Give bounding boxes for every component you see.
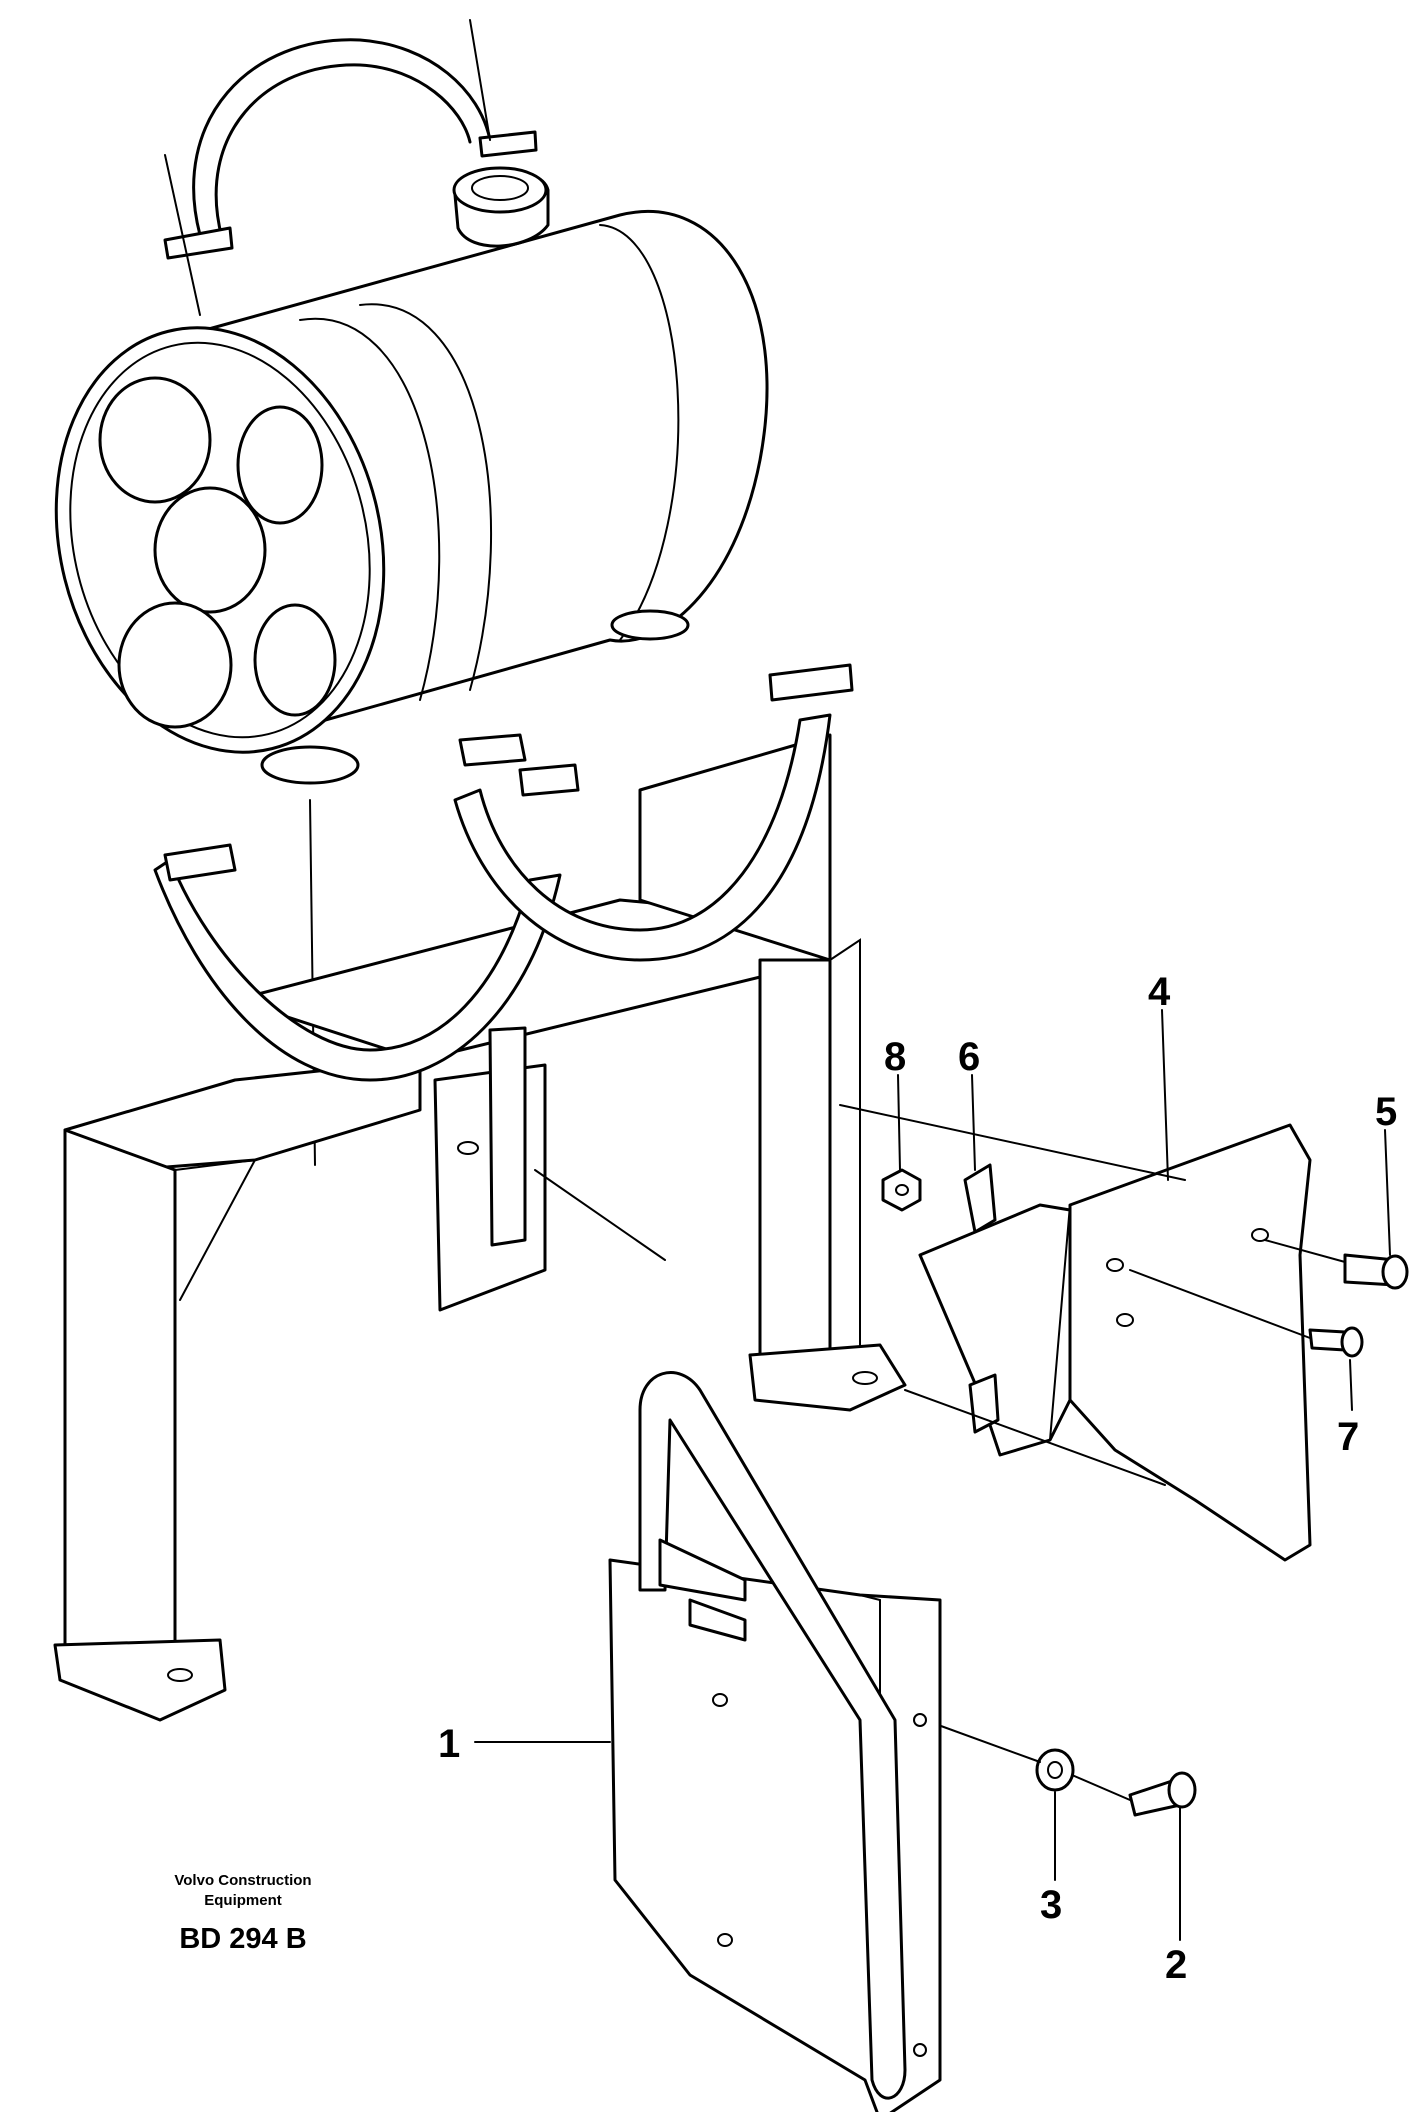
drawing-footer: Volvo Construction Equipment BD 294 B xyxy=(174,1872,311,1955)
outlet-tube-icon xyxy=(98,376,212,504)
callout-3: 3 xyxy=(1040,1883,1062,1927)
callout-labels: 1 2 3 4 5 6 7 8 xyxy=(438,970,1397,1987)
callout-8: 8 xyxy=(884,1035,906,1079)
callout-7: 7 xyxy=(1337,1415,1359,1459)
guard-plate xyxy=(839,1104,1312,1562)
heat-shield xyxy=(608,1371,942,2112)
silencer-drum xyxy=(54,166,769,1166)
callout-1: 1 xyxy=(438,1722,460,1766)
leader-lines xyxy=(474,1009,1391,1941)
outlet-tube-icon xyxy=(117,601,233,729)
callout-4: 4 xyxy=(1148,970,1171,1014)
nut-icon xyxy=(881,1168,922,1212)
fasteners xyxy=(881,1168,1409,1817)
drawing-code: BD 294 B xyxy=(179,1923,306,1955)
brand-line-1: Volvo Construction xyxy=(174,1872,311,1889)
support-frame xyxy=(53,733,907,1722)
outlet-tube-icon xyxy=(236,405,324,525)
brand-line-2: Equipment xyxy=(204,1892,282,1909)
screw-icon xyxy=(1308,1328,1347,1352)
washer-icon xyxy=(1035,1748,1075,1792)
clamp-strap xyxy=(163,19,538,316)
callout-5: 5 xyxy=(1375,1090,1397,1134)
outlet-tube-icon xyxy=(153,486,267,614)
callout-6: 6 xyxy=(958,1035,980,1079)
saddle-brackets xyxy=(153,663,854,1082)
callout-2: 2 xyxy=(1165,1943,1187,1987)
outlet-tube-icon xyxy=(253,603,337,717)
